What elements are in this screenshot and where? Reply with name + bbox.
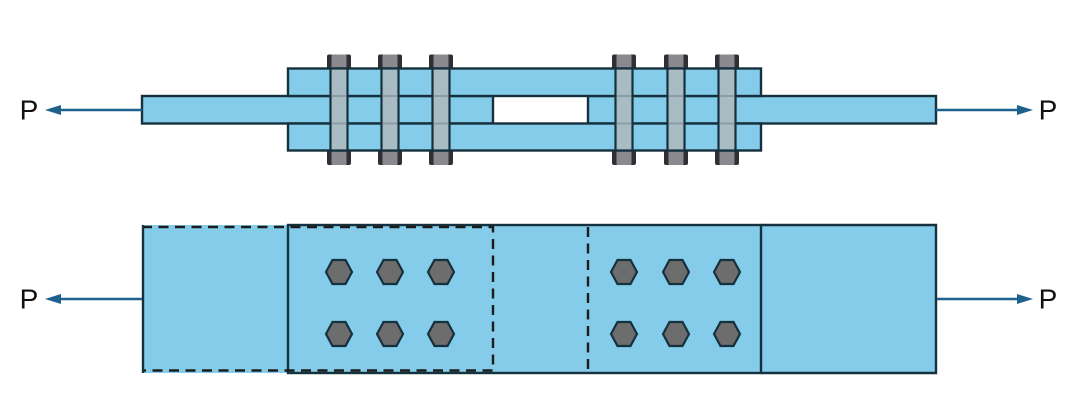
hex-bolt-icon xyxy=(426,320,456,348)
force-arrow-elevation-left: P xyxy=(20,95,142,126)
arrow-head-icon xyxy=(45,105,61,115)
hex-bolt-icon xyxy=(426,258,456,286)
force-label: P xyxy=(1039,95,1058,126)
force-arrow-elevation-right: P xyxy=(936,95,1057,126)
plan-plate-fill xyxy=(142,225,937,373)
hex-bolt-icon xyxy=(324,320,354,348)
bolt-shaft xyxy=(380,67,400,152)
force-label: P xyxy=(20,284,39,315)
force-label: P xyxy=(1039,284,1058,315)
splice-plate-outline xyxy=(286,223,763,375)
bottom-splice-plate xyxy=(286,122,763,152)
force-arrow-plan-left: P xyxy=(20,284,142,315)
right-main-plate-outline xyxy=(761,223,938,375)
hex-bolt-icon xyxy=(661,258,691,286)
arrow-head-icon xyxy=(1017,294,1033,304)
force-arrow-plan-right: P xyxy=(937,284,1057,315)
elevation-view: P P xyxy=(20,54,1057,165)
bolt-shaft xyxy=(431,67,451,152)
hex-bolt-icon xyxy=(324,258,354,286)
hex-bolt-icon xyxy=(661,320,691,348)
top-splice-plate xyxy=(286,67,763,98)
hex-bolt-icon xyxy=(375,320,405,348)
bolt-shaft xyxy=(717,67,737,152)
force-label: P xyxy=(20,95,39,126)
bolt-shaft xyxy=(614,67,634,152)
plan-view: P P xyxy=(20,223,1057,375)
hex-bolt-icon xyxy=(712,258,742,286)
right-main-plate-elevation xyxy=(586,94,938,125)
bolt-shaft xyxy=(329,67,349,152)
hex-bolt-icon xyxy=(375,258,405,286)
hex-bolt-icon xyxy=(609,258,639,286)
arrow-head-icon xyxy=(45,294,61,304)
left-main-plate-hidden-edge xyxy=(142,225,495,372)
bolt-shaft xyxy=(666,67,686,152)
arrow-head-icon xyxy=(1017,105,1033,115)
hex-bolt-icon xyxy=(712,320,742,348)
hex-bolt-icon xyxy=(609,320,639,348)
plates xyxy=(140,67,938,152)
